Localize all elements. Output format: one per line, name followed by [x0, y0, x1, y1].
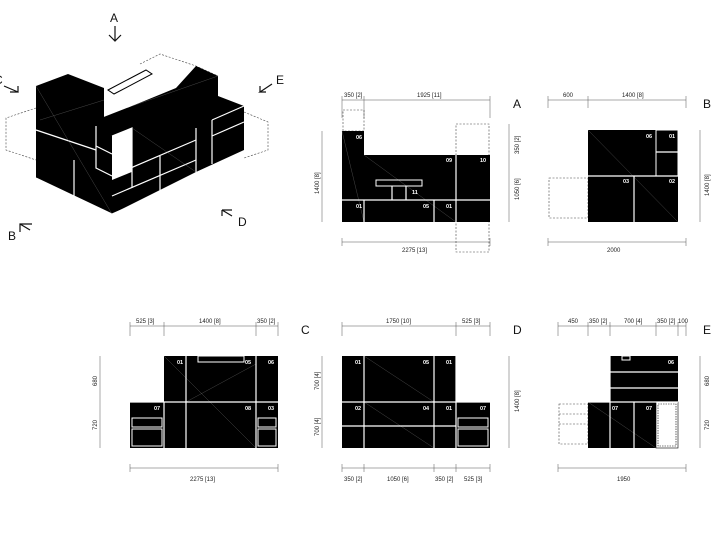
dim-e-top-2: 350 [2] [589, 319, 608, 325]
module-c-08: 08 [245, 406, 251, 412]
module-e-01: 01 [600, 360, 606, 366]
dim-b-top-1: 600 [563, 93, 574, 99]
module-d-01b: 01 [446, 360, 452, 366]
dim-b-left-1: 1400 [8] [705, 174, 711, 196]
view-c: C 525 [3] 1400 [8] 350 [2] 680 720 2275 … [93, 319, 310, 483]
dim-a-left-1: 1400 [8] [315, 172, 321, 194]
dim-d-left-1: 700 [4] [315, 371, 321, 390]
module-c-01: 01 [177, 360, 183, 366]
dim-a-top-1: 350 [2] [344, 93, 363, 99]
arrow-down-left-icon [258, 83, 273, 93]
module-e-07b: 07 [646, 406, 652, 412]
view-b-label: B [703, 97, 711, 111]
dim-c-left-2: 720 [93, 419, 99, 430]
iso-phantom-left [5, 107, 37, 161]
view-e: E 450 350 [2] 700 [4] 350 [2] 100 680 72… [557, 319, 711, 483]
dim-c-left-1: 680 [93, 375, 99, 386]
iso-mid-top [96, 106, 132, 136]
dim-d-bottom-3: 350 [2] [435, 477, 454, 483]
module-d-04: 04 [423, 406, 430, 412]
view-d: D 1750 [10] 525 [3] 700 [4] 700 [4] 1400… [315, 319, 522, 483]
module-b-03: 03 [623, 179, 629, 185]
module-a-01b: 01 [446, 204, 452, 210]
arrow-up-left-icon [221, 209, 233, 217]
module-a-11: 11 [412, 190, 418, 196]
view-a-body [364, 155, 490, 222]
dim-e-bottom-1: 1950 [617, 477, 631, 483]
dim-e-right-2: 720 [705, 419, 711, 430]
dim-c-top-3: 350 [2] [257, 319, 276, 325]
dim-e-top-4: 350 [2] [657, 319, 676, 325]
arrow-down-right-icon [3, 85, 19, 93]
dim-d-top-1: 1750 [10] [386, 319, 411, 325]
dim-e-top-3: 700 [4] [624, 319, 643, 325]
dim-d-bottom-1: 350 [2] [344, 477, 363, 483]
arrow-up-right-icon [19, 223, 32, 232]
dim-a-top-2: 1925 [11] [417, 93, 442, 99]
isometric-view: A B C D E [0, 11, 284, 243]
module-d-01: 01 [355, 360, 361, 366]
view-c-label: C [301, 323, 310, 337]
module-c-07: 07 [154, 406, 160, 412]
view-b: B 600 1400 [8] 1400 [8] 2000 06 01 03 02 [547, 93, 711, 254]
module-a-05: 05 [423, 204, 429, 210]
arrow-down-icon [108, 26, 122, 42]
dim-d-right-1: 1400 [8] [515, 390, 521, 412]
module-d-01c: 01 [446, 406, 452, 412]
iso-label-b: B [8, 229, 16, 243]
iso-label-c: C [0, 73, 3, 87]
dim-e-top-5: 100 [678, 319, 689, 325]
dim-c-top-2: 1400 [8] [199, 319, 221, 325]
iso-label-a: A [110, 11, 118, 25]
module-a-06: 06 [356, 135, 362, 141]
module-d-07: 07 [480, 406, 486, 412]
module-e-06: 06 [668, 360, 674, 366]
module-a-01: 01 [356, 204, 362, 210]
module-b-02: 02 [669, 179, 675, 185]
module-a-09: 09 [446, 158, 452, 164]
dim-a-bottom-1: 2275 [13] [402, 248, 427, 254]
iso-base-front [112, 146, 196, 214]
iso-phantom-right [243, 111, 269, 159]
dim-a-right-1: 350 [2] [515, 135, 521, 154]
dim-d-left-2: 700 [4] [315, 417, 321, 436]
view-a: A 350 [2] 1925 [11] 1400 [8] 350 [2] 105… [315, 93, 521, 254]
dim-e-right-1: 680 [705, 375, 711, 386]
module-d-05: 05 [423, 360, 429, 366]
module-d-02: 02 [355, 406, 361, 412]
module-a-10: 10 [480, 158, 486, 164]
dim-d-top-2: 525 [3] [462, 319, 481, 325]
dim-c-bottom-1: 2275 [13] [190, 477, 215, 483]
module-e-07: 07 [612, 406, 618, 412]
module-c-06: 06 [268, 360, 274, 366]
module-c-05: 05 [245, 360, 251, 366]
iso-top-handle [107, 69, 153, 95]
view-e-upper [610, 356, 678, 402]
dim-d-bottom-4: 525 [3] [464, 477, 483, 483]
dim-b-bottom-1: 2000 [607, 248, 621, 254]
view-e-label: E [703, 323, 711, 337]
module-b-06: 06 [646, 134, 652, 140]
dim-e-top-1: 450 [568, 319, 579, 325]
view-d-label: D [513, 323, 522, 337]
iso-phantom-top [139, 53, 219, 77]
module-c-03: 03 [268, 406, 274, 412]
dim-c-top-1: 525 [3] [136, 319, 155, 325]
view-c-lower [130, 402, 278, 448]
dim-b-top-2: 1400 [8] [622, 93, 644, 99]
iso-left-front [36, 74, 112, 214]
iso-label-d: D [238, 215, 247, 229]
module-b-01: 01 [669, 134, 675, 140]
view-d-side [456, 402, 490, 448]
iso-label-e: E [276, 73, 284, 87]
dim-d-bottom-2: 1050 [6] [387, 477, 409, 483]
view-a-label: A [513, 97, 521, 111]
dim-a-right-2: 1050 [6] [515, 178, 521, 200]
